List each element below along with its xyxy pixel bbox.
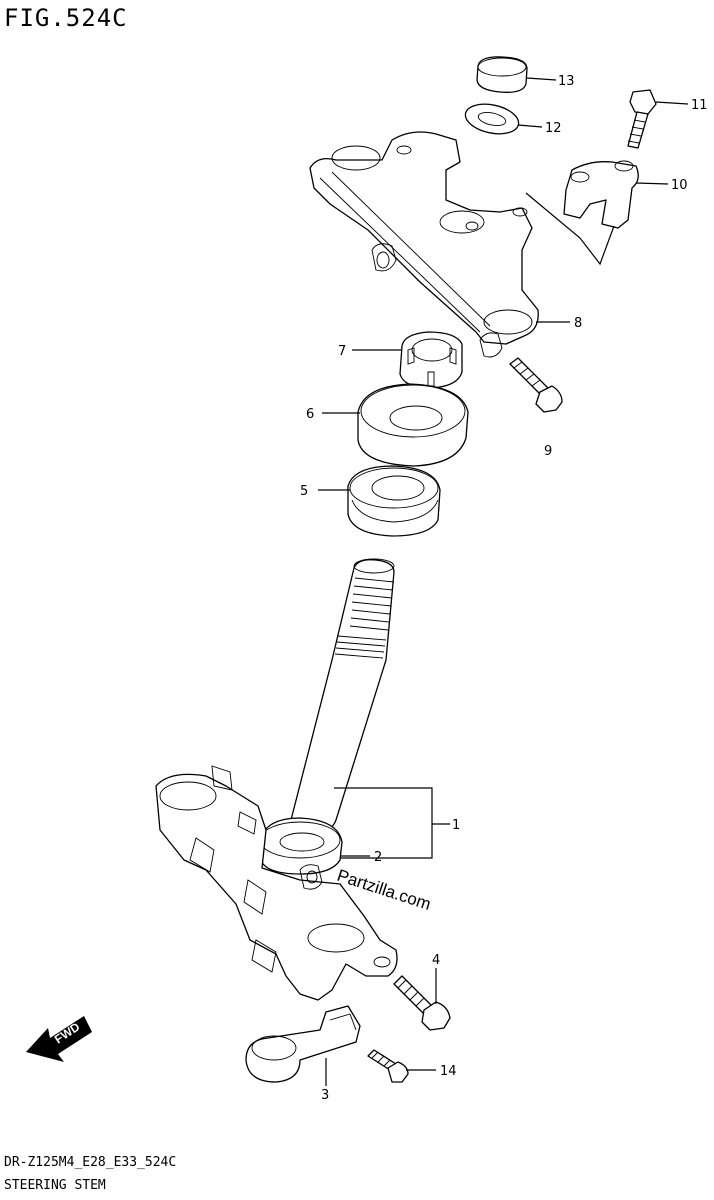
part-2-lower-bearing[interactable]: [259, 817, 343, 875]
callout-2: 2: [374, 850, 382, 865]
callout-10: 10: [671, 178, 688, 193]
figure-code: DR-Z125M4_E28_E33_524C: [4, 1155, 177, 1170]
callout-12: 12: [545, 121, 562, 136]
part-6-dust-seal[interactable]: [357, 383, 469, 467]
callout-9: 9: [544, 444, 552, 459]
figure-title: FIG.524C: [4, 4, 128, 32]
callout-7: 7: [338, 344, 346, 359]
part-5-bearing[interactable]: [347, 465, 441, 537]
callout-1: 1: [452, 818, 460, 833]
part-1-steering-stem[interactable]: [290, 558, 395, 835]
fwd-direction-arrow: FWD: [26, 1016, 92, 1062]
part-13-cap[interactable]: [476, 56, 528, 93]
callout-6: 6: [306, 407, 314, 422]
part-14-screw[interactable]: [367, 1049, 409, 1083]
callout-14: 14: [440, 1064, 457, 1079]
callout-3: 3: [321, 1088, 329, 1103]
callout-4: 4: [432, 953, 440, 968]
part-lower-bracket[interactable]: [155, 765, 398, 1001]
part-4-bolt[interactable]: [393, 975, 451, 1031]
callout-11: 11: [691, 98, 708, 113]
part-7-stem-nut[interactable]: [399, 331, 463, 389]
part-9-clamp-bolt[interactable]: [509, 357, 563, 413]
part-3-hose-guide[interactable]: [245, 1005, 361, 1083]
part-10-handlebar-holder[interactable]: [563, 160, 639, 229]
callout-5: 5: [300, 484, 308, 499]
part-8-upper-bracket[interactable]: [309, 131, 539, 358]
figure-name: STEERING STEM: [4, 1178, 106, 1193]
part-12-washer[interactable]: [463, 100, 522, 139]
callout-8: 8: [574, 316, 582, 331]
callout-13: 13: [558, 74, 575, 89]
part-11-bolt[interactable]: [627, 89, 657, 149]
